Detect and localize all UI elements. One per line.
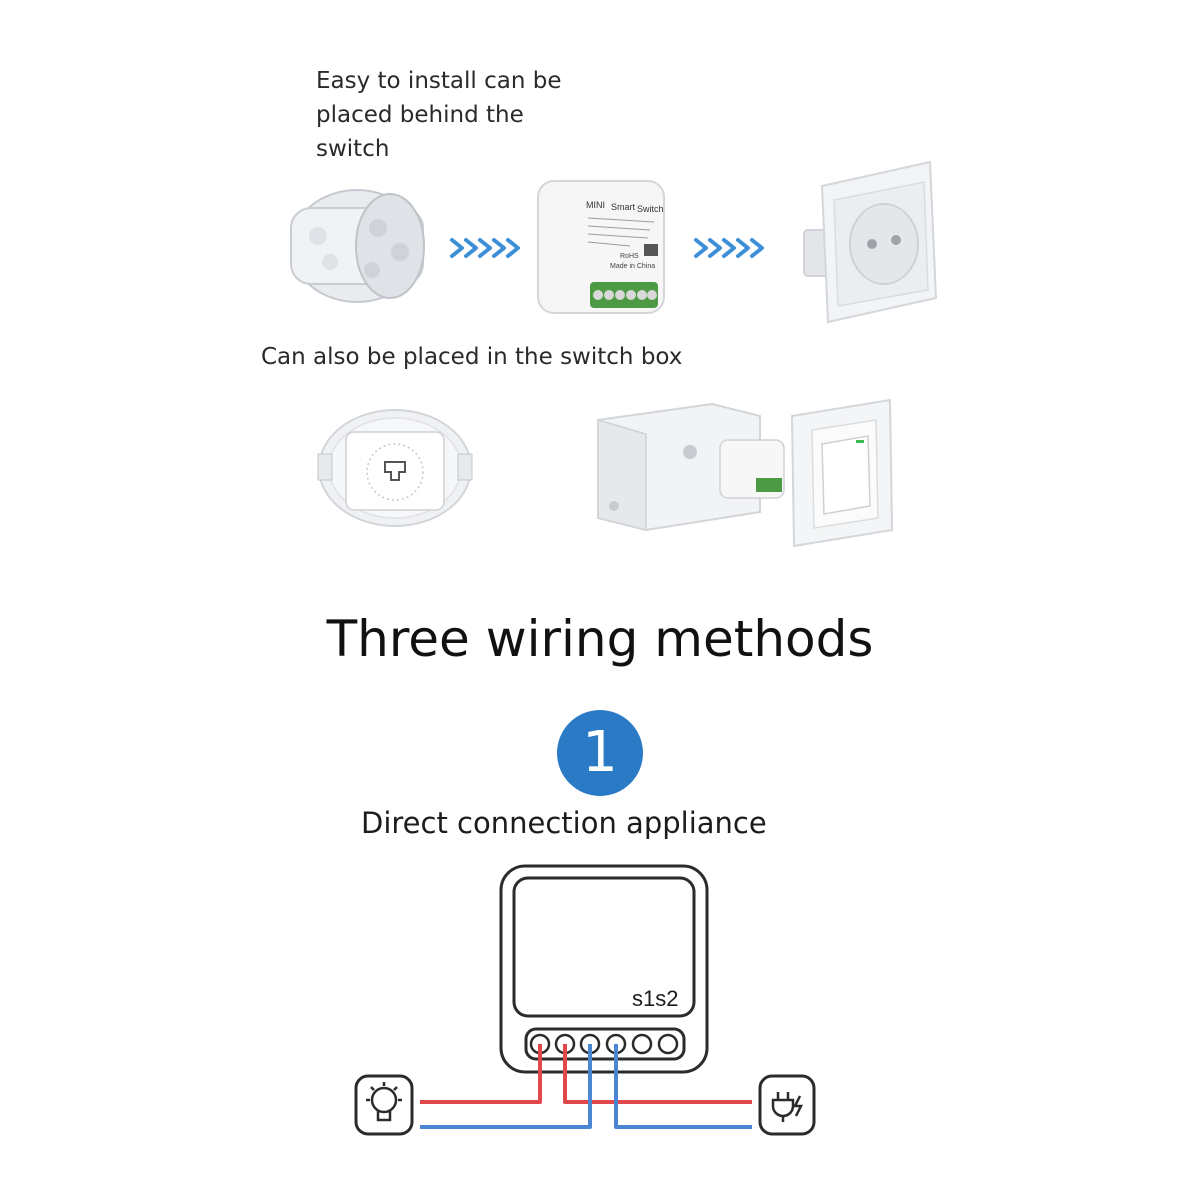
arrows-icon	[694, 238, 764, 258]
plug-icon	[758, 1074, 816, 1136]
section-title: Three wiring methods	[326, 610, 874, 668]
module-label-switch: Switch	[637, 204, 664, 214]
step-number-badge: 1	[557, 710, 643, 796]
round-box-icon	[317, 409, 473, 527]
live-wire-supply	[563, 1044, 752, 1104]
wires	[420, 1044, 752, 1129]
rocker-switch-icon	[790, 398, 894, 548]
module-made-in: Made in China	[610, 263, 655, 270]
neutral-wire-supply	[614, 1044, 752, 1129]
arrows-icon	[450, 238, 520, 258]
bulb-icon	[354, 1074, 414, 1136]
terminal-label: s1s2	[632, 986, 678, 1011]
junction-box-icon	[290, 189, 425, 303]
mini-switch-icon: MINI Smart Switch RoHS Made in China	[537, 180, 665, 314]
module-label-brand: MINI	[586, 200, 605, 210]
module-rohs: RoHS	[620, 253, 639, 260]
neutral-wire-lamp	[420, 1044, 592, 1129]
wall-socket-icon	[803, 160, 938, 324]
switch-box-text: Can also be placed in the switch box	[261, 344, 683, 370]
live-wire-lamp	[420, 1044, 542, 1104]
module-label-smart: Smart	[611, 202, 636, 212]
step-title: Direct connection appliance	[361, 806, 767, 840]
square-box-icon	[597, 402, 785, 532]
switch-diagram: s1s2	[499, 864, 709, 1074]
easy-install-text: Easy to install can be placed behind the…	[316, 68, 562, 162]
